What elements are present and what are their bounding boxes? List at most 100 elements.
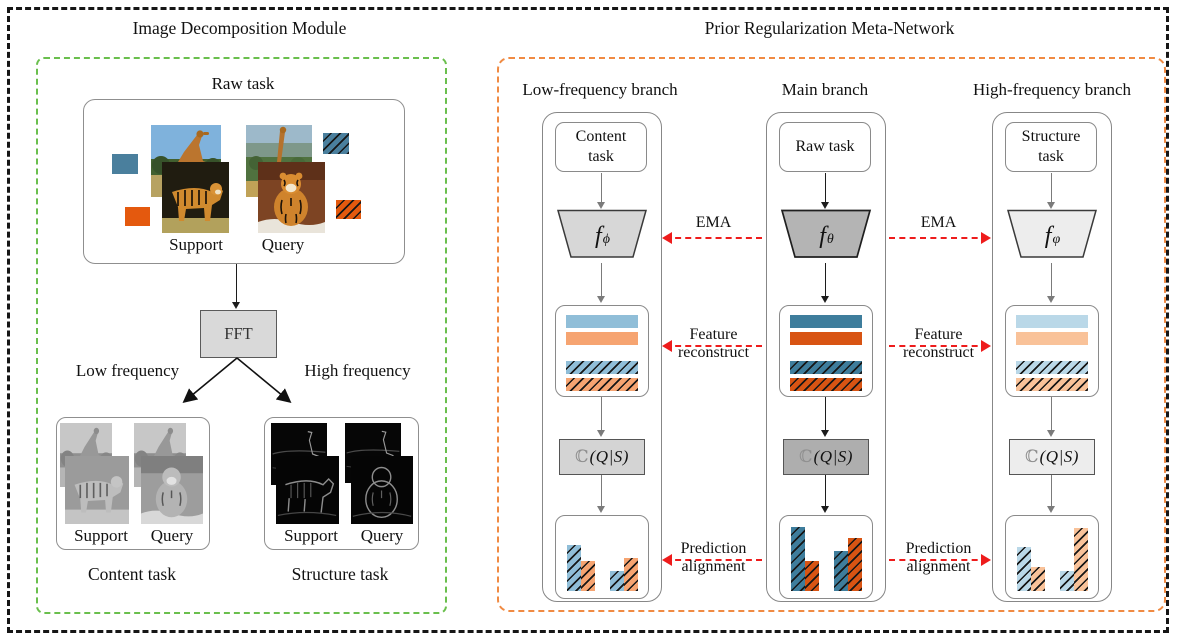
arrow-encoder-to-feature-high bbox=[1046, 263, 1055, 303]
prediction-bar-orange bbox=[805, 561, 819, 591]
support-label: Support bbox=[169, 235, 223, 254]
feature-reconstruct-label2-right: reconstruct bbox=[902, 344, 975, 361]
high-frequency-label: High frequency bbox=[304, 361, 411, 380]
feature-reconstruct-arrow-right bbox=[889, 340, 991, 352]
feature-reconstruct-arrow-left bbox=[662, 340, 762, 352]
fft-split-arrows bbox=[182, 357, 292, 404]
prediction-alignment-label2-right: alignment bbox=[906, 558, 971, 575]
ema-connector-left: EMA bbox=[662, 214, 765, 244]
feature-bar-blue-solid bbox=[790, 315, 862, 328]
prediction-alignment-label1-left: Prediction bbox=[680, 540, 747, 557]
branch-label-high: High-frequency branch bbox=[972, 80, 1132, 99]
feature-box-low bbox=[555, 305, 649, 397]
feature-bar-orange-hatched bbox=[790, 378, 862, 391]
query-blue-class-chip bbox=[323, 133, 349, 154]
task-box-low: Content task bbox=[555, 122, 647, 172]
image-decomposition-box bbox=[36, 57, 447, 614]
prediction-bar-blue bbox=[1060, 571, 1074, 591]
ema-arrow-right bbox=[889, 232, 991, 244]
classifier-c-high: ℂ bbox=[1025, 447, 1039, 466]
structure-task-caption: Structure task bbox=[291, 564, 389, 584]
classifier-c-main: ℂ bbox=[799, 447, 813, 466]
feature-reconstruct-label2-left: reconstruct bbox=[677, 344, 750, 361]
branch-label-main: Main branch bbox=[781, 80, 869, 99]
right-panel-title: Prior Regularization Meta-Network bbox=[704, 18, 955, 38]
meta-network-box bbox=[497, 57, 1166, 612]
branch-label-low: Low-frequency branch bbox=[522, 80, 678, 99]
prediction-alignment-connector-left: Prediction alignment bbox=[662, 540, 765, 576]
feature-bar-blue-hatched bbox=[566, 361, 638, 374]
arrow-classifier-to-prediction-low bbox=[596, 475, 605, 513]
ema-arrow-left bbox=[662, 232, 762, 244]
classifier-args-main: (Q|S) bbox=[813, 447, 853, 466]
feature-box-high bbox=[1005, 305, 1099, 397]
outer-dashed-frame bbox=[7, 7, 1169, 633]
feature-bar-orange-solid bbox=[790, 332, 862, 345]
prediction-box-low bbox=[555, 515, 649, 599]
prediction-chart-main bbox=[791, 525, 862, 591]
feature-bar-blue-hatched bbox=[790, 361, 862, 374]
support-blue-class-chip bbox=[112, 154, 138, 174]
raw-task-label: Raw task bbox=[211, 74, 275, 93]
feature-bar-orange-solid bbox=[566, 332, 638, 345]
content-support-label: Support bbox=[74, 526, 128, 545]
prediction-alignment-arrow-right bbox=[889, 554, 991, 566]
prediction-box-main bbox=[779, 515, 873, 599]
prediction-bar-orange bbox=[581, 561, 595, 591]
content-task-box: Support Query bbox=[56, 417, 210, 550]
prediction-alignment-label2-left: alignment bbox=[681, 558, 746, 575]
content-query-label: Query bbox=[150, 526, 194, 545]
arrow-task-to-encoder-low bbox=[596, 173, 605, 209]
query-tiger-image bbox=[258, 162, 325, 233]
ema-label-left: EMA bbox=[695, 214, 732, 231]
task-box-low-label: Content task bbox=[575, 128, 627, 165]
task-box-main: Raw task bbox=[779, 122, 871, 172]
arrow-feature-to-classifier-low bbox=[596, 397, 605, 437]
feature-reconstruct-connector-right: Feature reconstruct bbox=[886, 326, 991, 362]
content-support-tiger-image bbox=[65, 456, 129, 524]
feature-bar-orange-solid bbox=[1016, 332, 1088, 345]
prediction-alignment-label1-right: Prediction bbox=[905, 540, 972, 557]
feature-bar-orange-hatched bbox=[566, 378, 638, 391]
prediction-bar-blue bbox=[567, 545, 581, 591]
arrow-task-to-encoder-high bbox=[1046, 173, 1055, 209]
feature-box-main bbox=[779, 305, 873, 397]
classifier-args-high: (Q|S) bbox=[1039, 447, 1079, 466]
prediction-alignment-connector-right: Prediction alignment bbox=[886, 540, 991, 576]
prediction-alignment-arrow-left bbox=[662, 554, 762, 566]
query-orange-class-chip bbox=[336, 200, 361, 219]
fft-label: FFT bbox=[224, 324, 253, 343]
feature-bar-blue-solid bbox=[566, 315, 638, 328]
ema-connector-right: EMA bbox=[886, 214, 991, 244]
feature-reconstruct-label1-right: Feature bbox=[914, 326, 963, 343]
classifier-args-low: (Q|S) bbox=[589, 447, 629, 466]
feature-reconstruct-connector-left: Feature reconstruct bbox=[662, 326, 765, 362]
content-task-caption: Content task bbox=[88, 564, 176, 584]
arrow-task-to-encoder-main bbox=[820, 173, 829, 209]
prediction-bar-orange bbox=[624, 558, 638, 591]
prediction-bar-blue bbox=[791, 527, 805, 591]
prediction-bar-orange bbox=[1031, 567, 1045, 591]
support-orange-class-chip bbox=[125, 207, 150, 226]
prediction-box-high bbox=[1005, 515, 1099, 599]
prediction-bar-orange bbox=[1074, 528, 1088, 591]
prediction-bar-orange bbox=[848, 538, 862, 591]
task-box-high-label: Structure task bbox=[1021, 128, 1081, 165]
raw-task-box: Support Query bbox=[83, 99, 405, 264]
task-box-main-label: Raw task bbox=[795, 138, 855, 156]
classifier-c-low: ℂ bbox=[575, 447, 589, 466]
raw-to-fft-arrow bbox=[231, 264, 240, 309]
support-tiger-image bbox=[162, 162, 229, 233]
arrow-classifier-to-prediction-main bbox=[820, 475, 829, 513]
structure-support-label: Support bbox=[284, 526, 338, 545]
feature-bar-blue-hatched bbox=[1016, 361, 1088, 374]
